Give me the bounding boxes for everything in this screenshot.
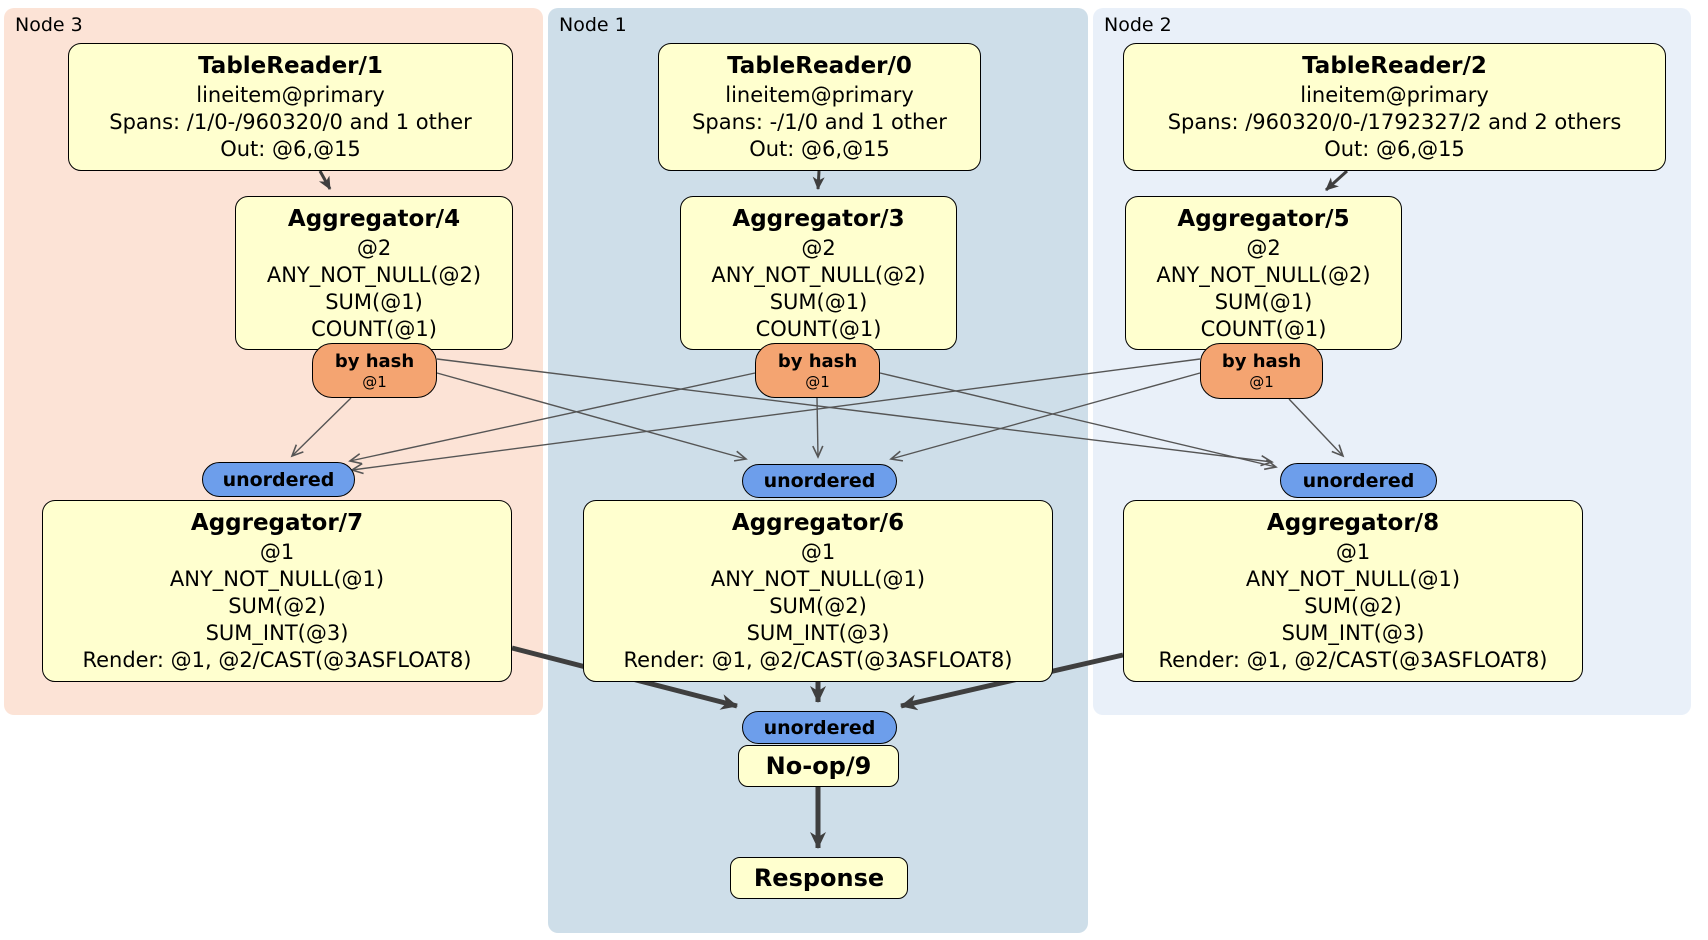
processor-aggregator-5: Aggregator/5 @2 ANY_NOT_NULL(@2) SUM(@1)… bbox=[1125, 196, 1402, 350]
edge-tr1-agg4 bbox=[318, 170, 332, 190]
processor-detail-line: SUM(@2) bbox=[1304, 594, 1402, 618]
router-label: by hash bbox=[1221, 351, 1302, 372]
stream-unordered-noop: unordered bbox=[742, 711, 897, 744]
processor-title: TableReader/0 bbox=[727, 53, 912, 79]
region-label-node-2: Node 2 bbox=[1104, 14, 1172, 36]
processor-detail-line: Render: @1, @2/CAST(@3ASFLOAT8) bbox=[1158, 648, 1548, 672]
processor-tablereader-0: TableReader/0 lineitem@primary Spans: -/… bbox=[658, 43, 981, 171]
processor-title: Aggregator/7 bbox=[190, 510, 364, 536]
processor-noop-9: No-op/9 bbox=[738, 745, 899, 787]
router-by-hash-3: by hash @1 bbox=[755, 343, 880, 398]
region-label-node-1: Node 1 bbox=[559, 14, 627, 36]
stream-unordered-agg8: unordered bbox=[1280, 463, 1437, 498]
processor-detail-line: @1 bbox=[800, 540, 836, 564]
processor-aggregator-4: Aggregator/4 @2 ANY_NOT_NULL(@2) SUM(@1)… bbox=[235, 196, 513, 350]
processor-detail-line: @2 bbox=[356, 235, 392, 260]
processor-title: Aggregator/3 bbox=[732, 205, 905, 232]
edge-router5-stream7 bbox=[350, 358, 1201, 475]
processor-title: Aggregator/6 bbox=[731, 510, 905, 536]
processor-detail-line: ANY_NOT_NULL(@1) bbox=[169, 567, 385, 591]
processor-detail-line: @1 bbox=[1335, 540, 1371, 564]
region-label-node-3: Node 3 bbox=[15, 14, 83, 36]
edge-router4-stream7 bbox=[290, 397, 352, 458]
router-by-hash-4: by hash @1 bbox=[312, 343, 437, 398]
processor-title: TableReader/1 bbox=[198, 53, 383, 79]
processor-detail-line: ANY_NOT_NULL(@2) bbox=[266, 262, 482, 287]
processor-detail-line: @1 bbox=[259, 540, 295, 564]
processor-detail-line: lineitem@primary bbox=[725, 83, 914, 107]
processor-detail-line: SUM(@2) bbox=[769, 594, 867, 618]
stream-unordered-agg6: unordered bbox=[742, 464, 897, 498]
processor-detail-line: Spans: -/1/0 and 1 other bbox=[692, 110, 947, 134]
edge-router3-stream7 bbox=[348, 372, 756, 465]
processor-title: Aggregator/8 bbox=[1266, 510, 1440, 536]
processor-detail-line: COUNT(@1) bbox=[311, 316, 437, 341]
processor-title: Aggregator/4 bbox=[287, 205, 461, 232]
processor-detail-line: Spans: /1/0-/960320/0 and 1 other bbox=[109, 110, 472, 134]
processor-detail-line: ANY_NOT_NULL(@2) bbox=[1156, 262, 1371, 287]
edge-router3-stream8 bbox=[879, 372, 1278, 471]
processor-aggregator-7: Aggregator/7 @1 ANY_NOT_NULL(@1) SUM(@2)… bbox=[42, 500, 512, 682]
processor-detail-line: Render: @1, @2/CAST(@3ASFLOAT8) bbox=[623, 648, 1013, 672]
processor-detail-line: Out: @6,@15 bbox=[1324, 137, 1465, 161]
edge-router3-stream6 bbox=[812, 397, 824, 459]
processor-detail-line: SUM(@1) bbox=[1214, 289, 1313, 314]
processor-detail-line: Out: @6,@15 bbox=[749, 137, 890, 161]
processor-detail-line: SUM(@2) bbox=[228, 594, 326, 618]
router-label: by hash bbox=[334, 350, 415, 372]
processor-title: TableReader/2 bbox=[1302, 53, 1487, 79]
processor-response: Response bbox=[730, 857, 908, 899]
processor-title: Response bbox=[753, 864, 885, 892]
processor-aggregator-6: Aggregator/6 @1 ANY_NOT_NULL(@1) SUM(@2)… bbox=[583, 500, 1053, 682]
router-by-hash-5: by hash @1 bbox=[1200, 343, 1323, 399]
processor-tablereader-2: TableReader/2 lineitem@primary Spans: /9… bbox=[1123, 43, 1666, 171]
edge-router5-stream6 bbox=[889, 372, 1201, 462]
processor-detail-line: ANY_NOT_NULL(@2) bbox=[711, 262, 926, 287]
edge-tr0-agg3 bbox=[812, 170, 825, 190]
edge-tr2-agg5 bbox=[1324, 169, 1349, 192]
processor-detail-line: COUNT(@1) bbox=[755, 316, 882, 341]
edge-router4-stream6 bbox=[436, 372, 748, 462]
router-hash-key: @1 bbox=[1249, 373, 1274, 391]
processor-aggregator-8: Aggregator/8 @1 ANY_NOT_NULL(@1) SUM(@2)… bbox=[1123, 500, 1583, 682]
router-hash-key: @1 bbox=[805, 372, 830, 391]
processor-detail-line: @2 bbox=[801, 235, 836, 260]
processor-detail-line: Spans: /960320/0-/1792327/2 and 2 others bbox=[1167, 110, 1622, 134]
router-hash-key: @1 bbox=[362, 372, 387, 391]
processor-title: No-op/9 bbox=[765, 752, 872, 780]
processor-detail-line: lineitem@primary bbox=[196, 83, 385, 107]
processor-detail-line: Out: @6,@15 bbox=[220, 137, 361, 161]
router-label: by hash bbox=[777, 350, 858, 372]
edge-router4-stream8 bbox=[436, 358, 1274, 467]
processor-tablereader-1: TableReader/1 lineitem@primary Spans: /1… bbox=[68, 43, 513, 171]
processor-title: Aggregator/5 bbox=[1177, 205, 1350, 232]
processor-detail-line: COUNT(@1) bbox=[1200, 316, 1327, 341]
processor-detail-line: lineitem@primary bbox=[1300, 83, 1489, 107]
processor-detail-line: SUM_INT(@3) bbox=[746, 621, 890, 645]
processor-detail-line: ANY_NOT_NULL(@1) bbox=[710, 567, 926, 591]
processor-aggregator-3: Aggregator/3 @2 ANY_NOT_NULL(@2) SUM(@1)… bbox=[680, 196, 957, 350]
edge-router5-stream8 bbox=[1288, 398, 1345, 458]
processor-detail-line: SUM(@1) bbox=[325, 289, 423, 314]
processor-detail-line: SUM_INT(@3) bbox=[1281, 621, 1425, 645]
processor-detail-line: SUM_INT(@3) bbox=[205, 621, 349, 645]
processor-detail-line: SUM(@1) bbox=[769, 289, 868, 314]
stream-unordered-agg7: unordered bbox=[202, 462, 355, 497]
processor-detail-line: @2 bbox=[1246, 235, 1281, 260]
processor-detail-line: Render: @1, @2/CAST(@3ASFLOAT8) bbox=[82, 648, 472, 672]
processor-detail-line: ANY_NOT_NULL(@1) bbox=[1245, 567, 1461, 591]
